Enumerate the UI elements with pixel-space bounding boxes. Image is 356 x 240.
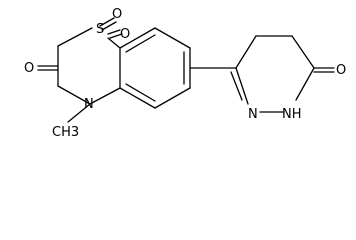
pyridazinone-ring [230, 35, 315, 113]
pyridazinone-oxygen-label: O [336, 63, 346, 78]
pyridazine-nh-label: NH [282, 107, 302, 122]
sulfur-label: S [96, 22, 104, 37]
pyridazine-nitrogen-label: N [248, 107, 258, 122]
sulfone-bonds [99, 17, 123, 39]
benzene-ring [119, 27, 191, 109]
lactam-oxygen-label: O [24, 61, 34, 76]
thiazine-ring [57, 27, 121, 105]
n-methyl-label: CH3 [52, 125, 79, 140]
lactam-carbonyl-bond [37, 65, 59, 71]
ring-nitrogen-label: N [84, 97, 94, 112]
pyridazinone-carbonyl-bond [313, 67, 335, 73]
sulfone-oxygen-label: O [112, 7, 122, 22]
chemical-structure-diagram: S O O O N CH3 N NH O [24, 7, 346, 140]
n-methyl-bond [67, 103, 91, 123]
sulfone-oxygen-label: O [120, 27, 130, 42]
